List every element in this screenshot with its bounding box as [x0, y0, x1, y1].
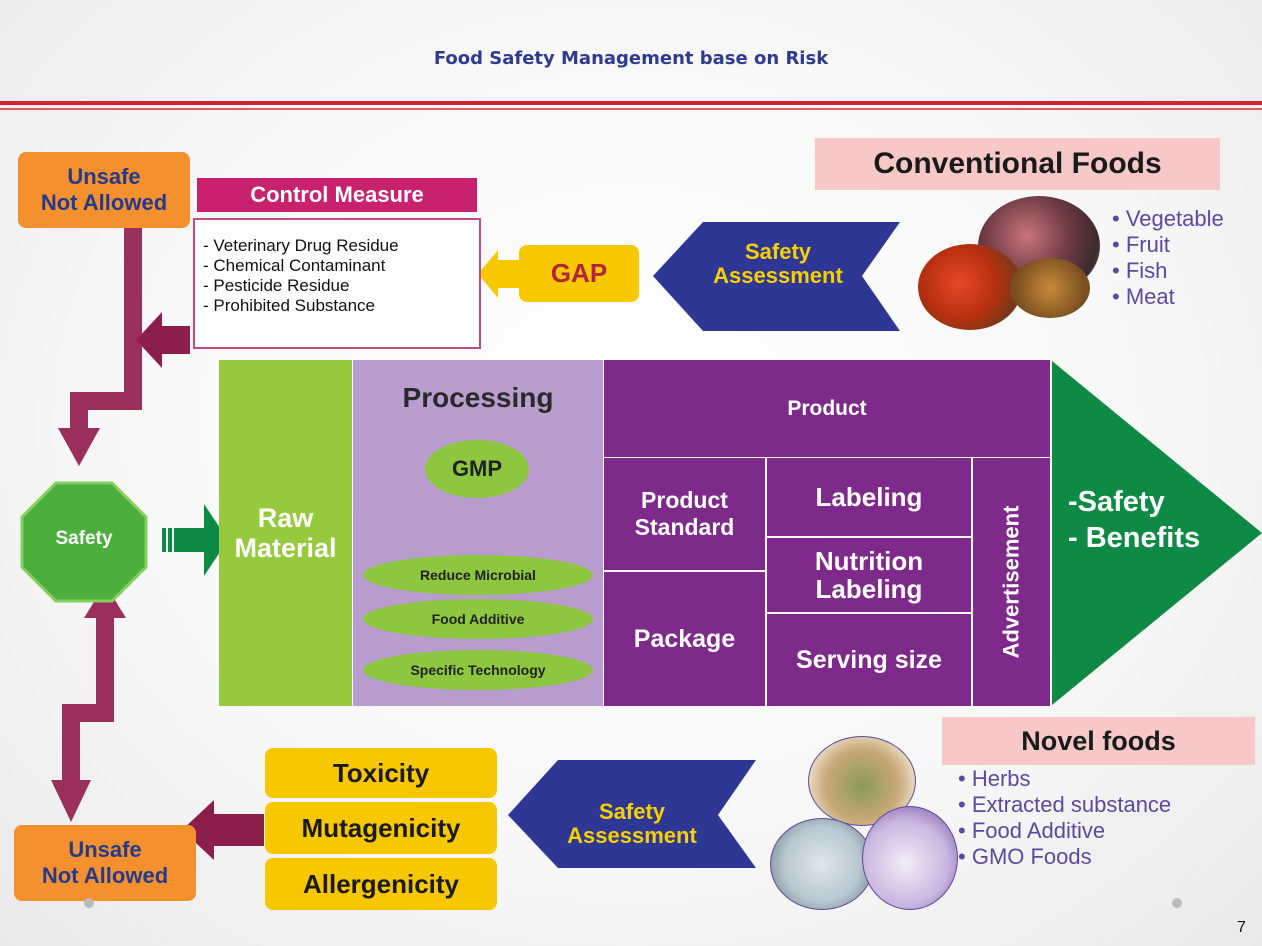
toxicity-box: Toxicity: [265, 748, 497, 798]
unsafe-top-line1: Unsafe: [67, 164, 141, 189]
sa-bottom-line2: Assessment: [567, 823, 697, 848]
raw-line2: Material: [234, 533, 337, 563]
outcome-triangle: [1052, 361, 1262, 705]
conventional-food-item: Fish: [1112, 258, 1224, 284]
novel-food-item: Food Additive: [958, 818, 1171, 844]
control-measure-list: - Veterinary Drug Residue - Chemical Con…: [193, 218, 481, 349]
unsafe-top-line2: Not Allowed: [40, 190, 168, 215]
safety-assessment-top-label: Safety Assessment: [683, 240, 873, 288]
control-measure-title: Control Measure: [197, 178, 477, 212]
outcome-line2: - Benefits: [1068, 522, 1201, 554]
processing-block: Processing GMP Reduce Microbial Food Add…: [353, 360, 603, 706]
labeling-cell: Labeling: [767, 458, 971, 536]
raw-line1: Raw: [257, 503, 314, 533]
novel-food-item: Herbs: [958, 766, 1171, 792]
safety-octagon: [20, 481, 148, 603]
up-arrow-from-safety: [84, 584, 126, 706]
fruit-photo: [1010, 258, 1090, 318]
process-item: Specific Technology: [363, 650, 593, 690]
control-measure-item: - Pesticide Residue: [203, 276, 350, 295]
safety-assessment-top-chevron: [653, 222, 900, 331]
tests-to-unsafe-arrow: [182, 800, 264, 860]
title-divider-thin: [0, 108, 1262, 110]
elbow-connector-bottom: [62, 704, 114, 780]
gap-box: GAP: [519, 245, 639, 302]
unsafe-bottom-line1: Unsafe: [68, 837, 142, 862]
novel-foods-list: Herbs Extracted substance Food Additive …: [958, 766, 1171, 870]
nutrition-labeling-cell: Nutrition Labeling: [767, 538, 971, 612]
conventional-food-item: Vegetable: [1112, 206, 1224, 232]
sa-bottom-line1: Safety: [598, 799, 666, 824]
conventional-foods-list: Vegetable Fruit Fish Meat: [1112, 206, 1224, 310]
novel-foods-title: Novel foods: [942, 717, 1255, 765]
nutrition-line1: Nutrition: [814, 546, 924, 576]
conventional-food-item: Meat: [1112, 284, 1224, 310]
advertisement-label: Advertisement: [998, 505, 1024, 659]
outcome-line1: -Safety: [1068, 486, 1165, 518]
processing-title: Processing: [402, 382, 554, 413]
gap-arrow: [478, 250, 519, 298]
product-standard-cell: Product Standard: [604, 458, 765, 570]
safety-to-raw-arrow: [174, 504, 228, 576]
raw-material-block: Raw Material: [219, 360, 352, 706]
conventional-food-item: Fruit: [1112, 232, 1224, 258]
unsafe-not-allowed-top: Unsafe Not Allowed: [18, 152, 190, 228]
slide-dot-right: [1172, 898, 1182, 908]
advertisement-cell: Advertisement: [973, 458, 1050, 706]
process-item: Food Additive: [363, 599, 593, 639]
standard-line2: Standard: [634, 514, 735, 540]
extract-jar-photo: [770, 818, 874, 910]
safety-label: Safety: [55, 528, 113, 549]
control-to-flow-arrow: [136, 312, 190, 368]
allergenicity-box: Allergenicity: [265, 858, 497, 910]
process-item: Reduce Microbial: [363, 555, 593, 595]
product-header: Product: [604, 360, 1050, 457]
unsafe-not-allowed-bottom: Unsafe Not Allowed: [14, 825, 196, 901]
slide-title: Food Safety Management base on Risk: [433, 48, 829, 69]
vegetable-photo: [918, 244, 1022, 330]
unsafe-bottom-line2: Not Allowed: [41, 863, 169, 888]
title-divider: [0, 101, 1262, 105]
safety-arrow-stripe1: [162, 528, 166, 552]
safety-assessment-bottom-label: Safety Assessment: [537, 800, 727, 848]
serving-size-cell: Serving size: [767, 614, 971, 706]
standard-line1: Product: [641, 487, 728, 513]
gmp-ellipse: GMP: [425, 440, 529, 498]
safety-assessment-bottom-chevron: [508, 760, 756, 868]
control-measure-item: - Prohibited Substance: [203, 296, 375, 315]
down-arrow-to-safety: [58, 392, 100, 466]
slide-dot-left: [84, 898, 94, 908]
outcome-text: -Safety - Benefits: [1068, 484, 1200, 556]
down-arrow-to-unsafe-bottom: [51, 780, 91, 822]
package-cell: Package: [604, 572, 765, 706]
gmo-photo: [862, 806, 958, 910]
safety-arrow-stripe2: [168, 528, 172, 552]
mutagenicity-box: Mutagenicity: [265, 802, 497, 854]
novel-food-item: GMO Foods: [958, 844, 1171, 870]
sa-top-line2: Assessment: [713, 263, 843, 288]
sa-top-line1: Safety: [744, 239, 812, 264]
page-number: 7: [1237, 919, 1246, 936]
conventional-foods-title: Conventional Foods: [815, 138, 1220, 190]
novel-food-item: Extracted substance: [958, 792, 1171, 818]
control-measure-item: - Veterinary Drug Residue: [203, 236, 399, 255]
nutrition-line2: Labeling: [815, 574, 923, 604]
control-measure-item: - Chemical Contaminant: [203, 256, 386, 275]
elbow-connector-top: [88, 328, 142, 410]
